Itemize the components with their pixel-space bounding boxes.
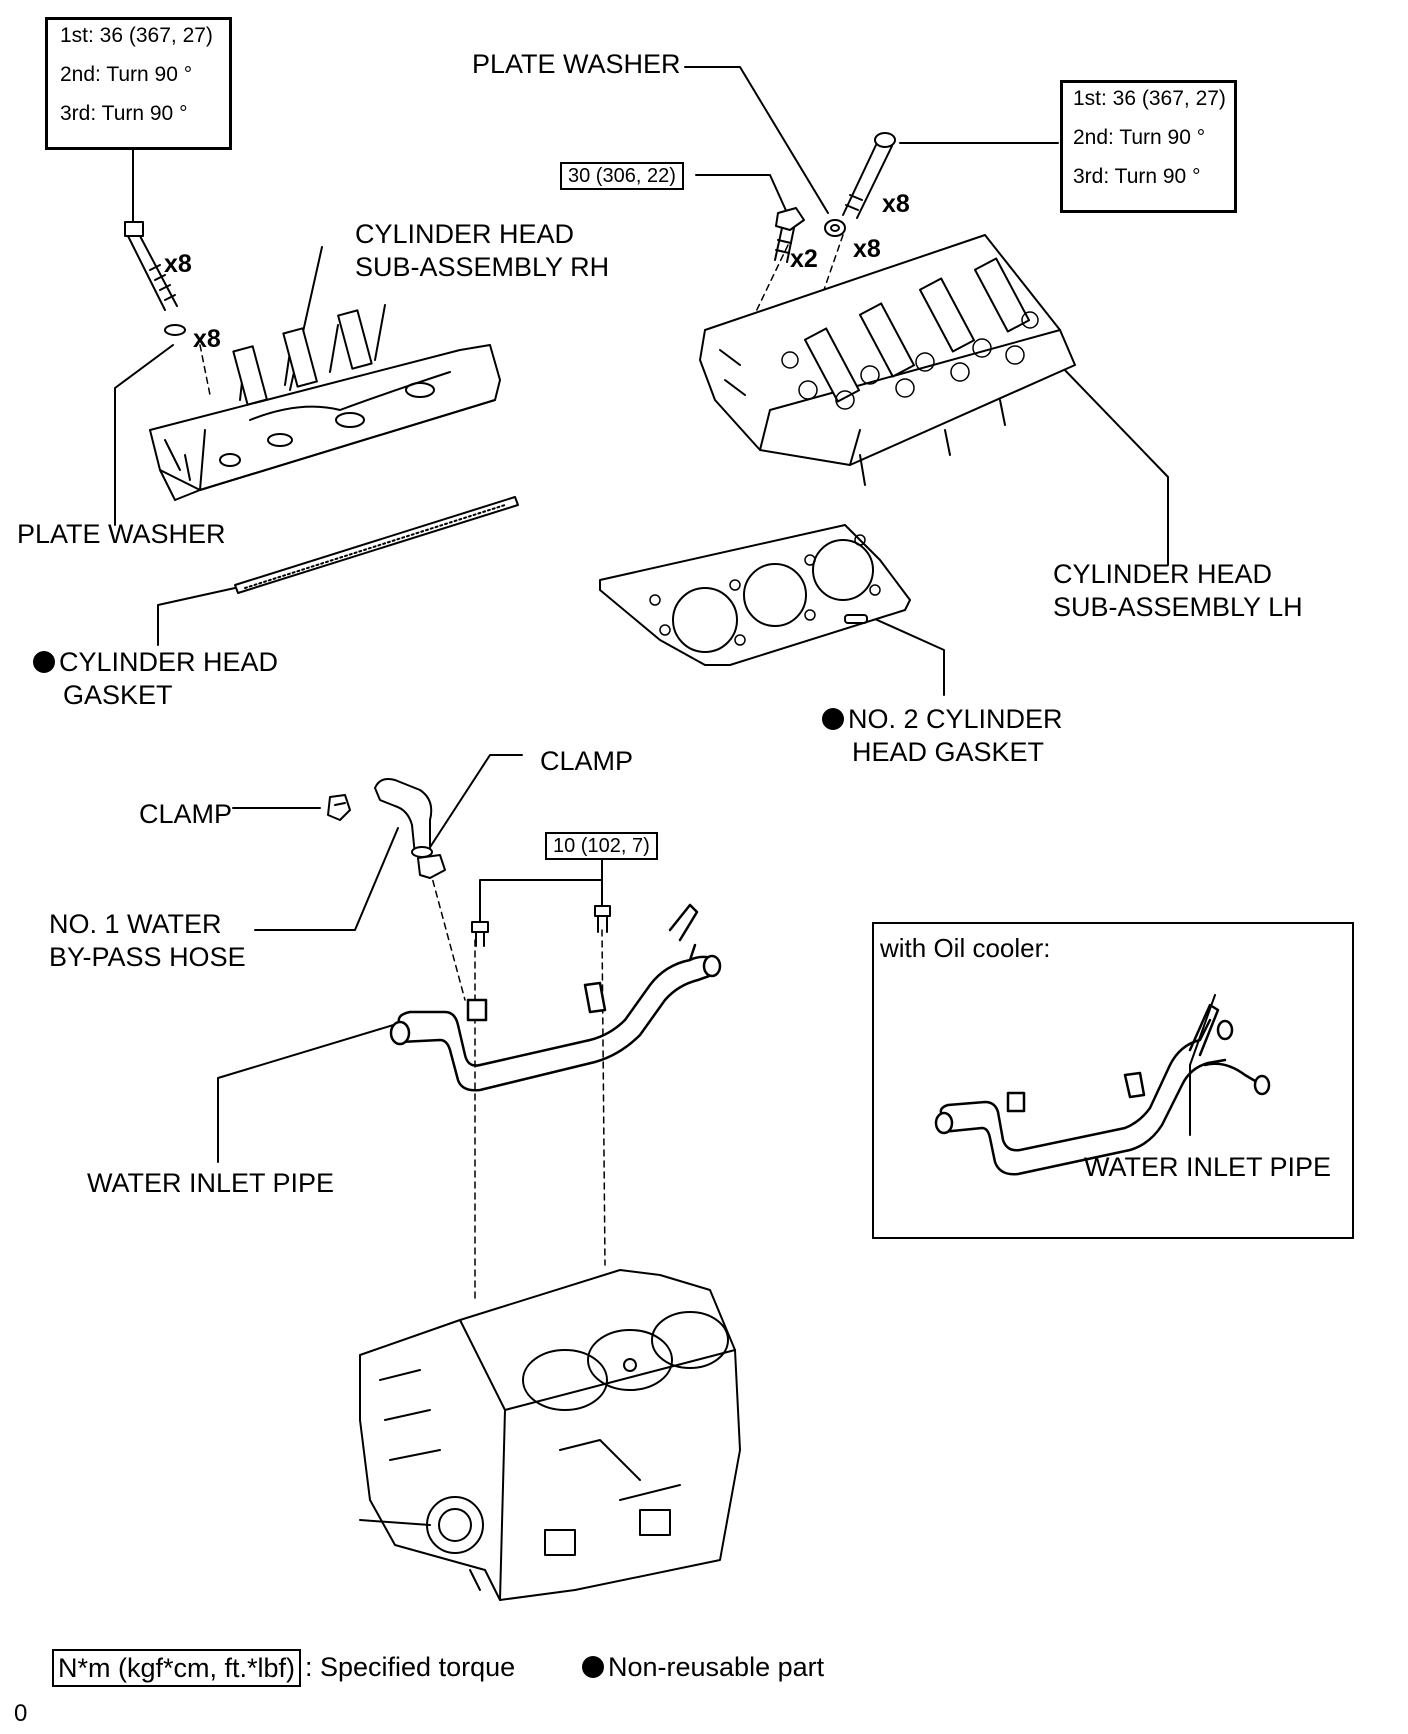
cylinder-head-lh — [699, 234, 1076, 486]
bolts-pipe — [471, 905, 611, 947]
legend-torque-unit-box: N*m (kgf*cm, ft.*lbf) — [52, 1649, 302, 1687]
label-line: GASKET — [63, 680, 173, 710]
lh-bolt-qty: x8 — [882, 190, 910, 218]
label-line: CYLINDER HEAD — [355, 219, 575, 249]
cylinder-head-rh — [149, 304, 501, 501]
label-line: HEAD GASKET — [852, 737, 1045, 767]
label-line: NO. 2 CYLINDER — [822, 703, 1063, 736]
non-reusable-dot-icon — [582, 1656, 604, 1678]
clamp-upper — [417, 854, 446, 879]
bolt-lh-small — [774, 207, 805, 263]
torque-box-pipe-bolts: 10 (102, 7) — [545, 832, 658, 860]
oil-cooler-title: with Oil cooler: — [880, 933, 1051, 963]
oil-cooler-pipe-label: WATER INLET PIPE — [1084, 1152, 1332, 1182]
label-line: NO. 1 WATER — [49, 909, 222, 939]
legend: N*m (kgf*cm, ft.*lbf) : Specified torque… — [52, 1649, 852, 1689]
label-line: CYLINDER HEAD — [1053, 559, 1273, 589]
non-reusable-dot-icon — [33, 651, 55, 673]
no2-cylinder-head-gasket — [599, 524, 911, 666]
label-text: CYLINDER HEAD — [59, 647, 279, 677]
label-cylinder-head-lh: CYLINDER HEAD SUB-ASSEMBLY LH — [1053, 558, 1303, 624]
legend-non-reusable-text: Non-reusable part — [608, 1652, 825, 1682]
legend-torque-desc: : Specified torque — [305, 1652, 516, 1682]
lh-washer-qty: x8 — [853, 235, 881, 263]
label-clamp-upper: CLAMP — [540, 746, 634, 776]
label-plate-washer-rh: PLATE WASHER — [17, 519, 226, 549]
label-no1-water-bypass-hose: NO. 1 WATER BY-PASS HOSE — [49, 908, 246, 974]
label-line: SUB-ASSEMBLY LH — [1053, 592, 1303, 622]
label-cylinder-head-gasket: CYLINDER HEAD GASKET — [33, 646, 278, 712]
non-reusable-dot-icon — [822, 708, 844, 730]
bolt-lh — [824, 132, 896, 237]
torque-box-rh-bolts: 1st: 36 (367, 27) 2nd: Turn 90 ° 3rd: Tu… — [45, 17, 232, 150]
water-bypass-hose — [374, 778, 433, 858]
torque-box-lh-bolts: 1st: 36 (367, 27) 2nd: Turn 90 ° 3rd: Tu… — [1060, 80, 1237, 213]
label-clamp-left: CLAMP — [139, 799, 233, 829]
torque-step-3: 3rd: Turn 90 ° — [1073, 165, 1201, 188]
clamp-left — [327, 794, 351, 821]
cylinder-head-gasket-rh — [234, 496, 519, 594]
label-water-inlet-pipe: WATER INLET PIPE — [87, 1168, 335, 1198]
cylinder-block — [359, 1269, 741, 1601]
rh-washer-qty: x8 — [193, 325, 221, 353]
torque-step-1: 1st: 36 (367, 27) — [60, 24, 213, 47]
torque-step-3: 3rd: Turn 90 ° — [60, 102, 188, 125]
label-line: BY-PASS HOSE — [49, 942, 246, 972]
oil-cooler-water-inlet-pipe — [934, 1003, 1271, 1176]
figure-id: 0 — [14, 1700, 28, 1727]
leader-lines — [114, 66, 1216, 1163]
torque-step-2: 2nd: Turn 90 ° — [60, 63, 193, 86]
torque-box-lh-small-bolt: 30 (306, 22) — [560, 162, 684, 190]
bolt-rh — [124, 221, 186, 336]
oil-cooler-inset: with Oil cooler: WATER INLET PIPE — [872, 922, 1354, 1239]
label-line: CYLINDER HEAD — [33, 646, 278, 679]
label-plate-washer-lh: PLATE WASHER — [472, 49, 681, 79]
label-line: SUB-ASSEMBLY RH — [355, 252, 610, 282]
label-no2-cylinder-head-gasket: NO. 2 CYLINDER HEAD GASKET — [822, 703, 1063, 769]
torque-step-2: 2nd: Turn 90 ° — [1073, 126, 1206, 149]
torque-step-1: 1st: 36 (367, 27) — [1073, 87, 1226, 110]
lh-small-bolt-qty: x2 — [790, 245, 818, 273]
rh-bolt-qty: x8 — [164, 250, 192, 278]
label-text: NO. 2 CYLINDER — [848, 704, 1063, 734]
label-cylinder-head-rh: CYLINDER HEAD SUB-ASSEMBLY RH — [355, 218, 609, 284]
water-inlet-pipe — [389, 903, 722, 1092]
legend-non-reusable: Non-reusable part — [582, 1651, 824, 1684]
